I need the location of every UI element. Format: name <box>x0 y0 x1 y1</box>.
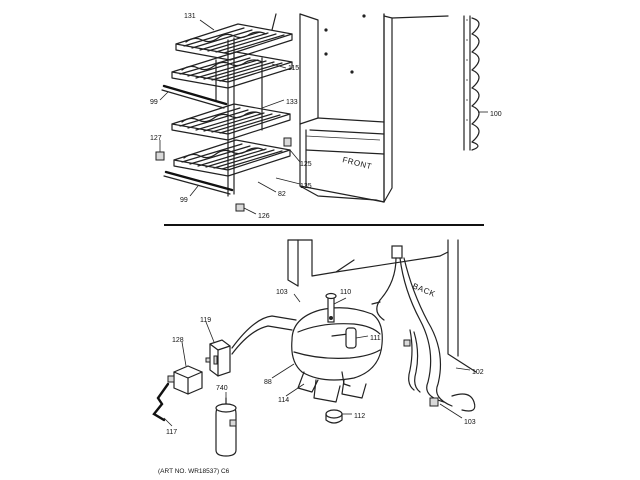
callout-126: 126 <box>258 213 270 220</box>
machine-compartment <box>287 239 477 373</box>
overload-protector <box>205 339 231 377</box>
wire-shelf-4 <box>173 139 291 177</box>
front-label: FRONT <box>342 155 373 171</box>
start-relay <box>167 365 203 395</box>
callout-111: 111 <box>370 335 381 342</box>
callout-82: 82 <box>278 191 286 198</box>
callout-114: 114 <box>278 397 289 404</box>
callout-103-upper: 103 <box>276 289 288 296</box>
callout-110: 110 <box>340 289 351 296</box>
art-number: (ART NO. WR18537) C6 <box>158 468 230 475</box>
wire-shelf-1 <box>175 23 293 61</box>
shelf-clip-left <box>155 151 165 161</box>
callout-100: 100 <box>490 111 502 118</box>
callout-131: 131 <box>184 13 196 20</box>
freezer-cabinet <box>299 13 449 203</box>
shelf-clip-right <box>283 137 292 147</box>
callout-115: 115 <box>288 65 299 72</box>
shelving-assembly <box>155 13 293 212</box>
callout-102: 102 <box>472 369 484 376</box>
wiring-harness <box>371 245 476 412</box>
callout-labels: 131 115 99 133 127 125 135 82 99 126 100… <box>150 13 502 436</box>
electrical-components <box>152 315 297 457</box>
callout-112: 112 <box>354 413 365 420</box>
wire-shelf-2 <box>171 51 293 89</box>
shelf-clip-bottom <box>235 203 245 212</box>
condenser-coil <box>463 15 480 151</box>
callout-127: 127 <box>150 135 162 142</box>
callout-128: 128 <box>172 337 184 344</box>
run-capacitor <box>215 397 237 457</box>
callout-125: 125 <box>300 161 312 168</box>
callout-99-lower: 99 <box>180 197 188 204</box>
callout-103-lower: 103 <box>464 419 476 426</box>
leader-lines <box>159 19 488 427</box>
compressor <box>291 292 383 424</box>
callout-133: 133 <box>286 99 298 106</box>
callout-117: 117 <box>166 429 177 436</box>
shelf-glide-lower <box>163 170 234 195</box>
callout-99-upper: 99 <box>150 99 158 106</box>
shelf-glide-upper <box>161 84 228 109</box>
callout-740: 740 <box>216 385 228 392</box>
callout-135: 135 <box>300 183 312 190</box>
back-label: BACK <box>411 282 437 299</box>
callout-88: 88 <box>264 379 272 386</box>
callout-119: 119 <box>200 317 211 324</box>
wire-shelf-3 <box>171 103 291 141</box>
